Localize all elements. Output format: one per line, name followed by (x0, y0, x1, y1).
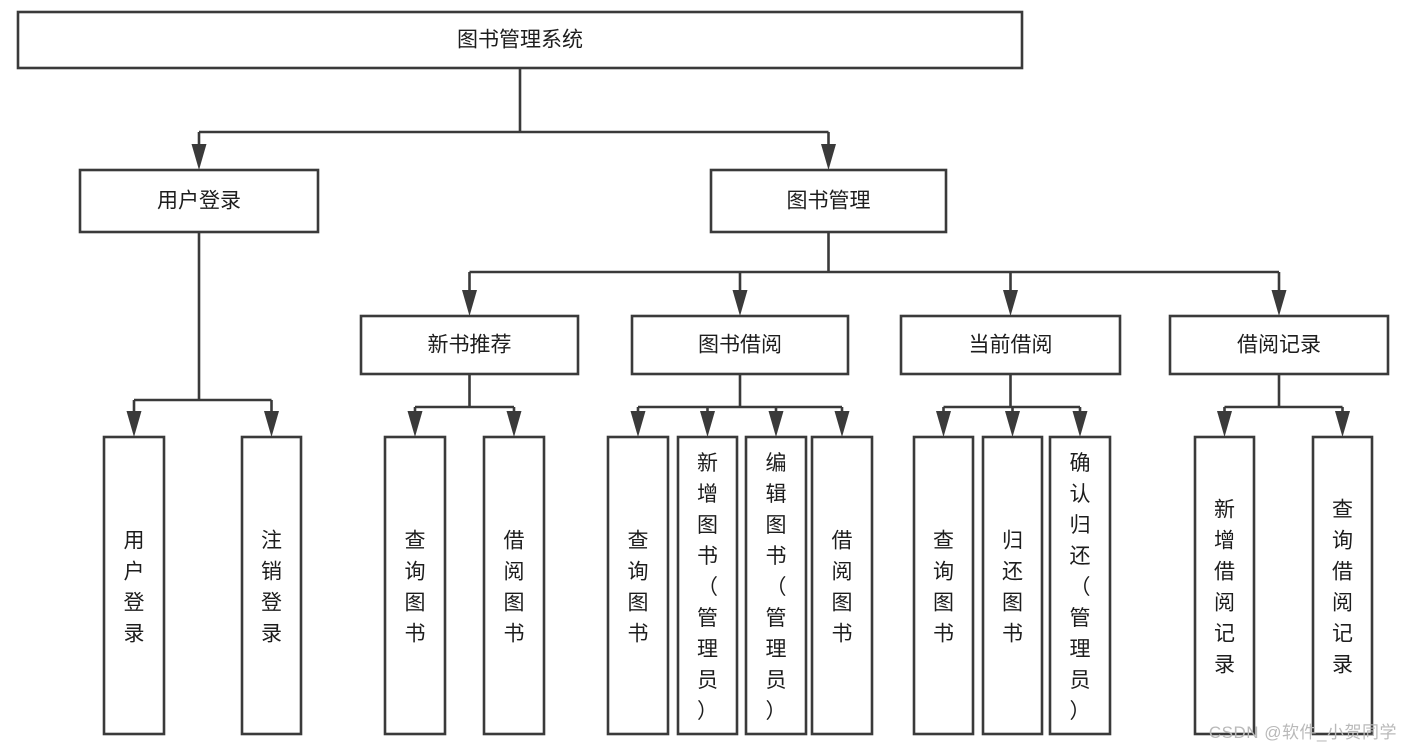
arrow-head-icon (1072, 411, 1088, 437)
arrow-head-icon (936, 411, 951, 437)
arrow-head-icon (462, 290, 477, 316)
node-leaf-query-book-3[interactable]: 查询图书 (912, 435, 975, 736)
node-box (981, 435, 1044, 736)
arrow-head-icon (834, 411, 850, 437)
node-box (912, 435, 975, 736)
arrow-head-icon (630, 411, 646, 437)
arrow-head-icon (1217, 411, 1232, 437)
node-leaf-add-record[interactable]: 新增借阅记录 (1193, 435, 1256, 736)
node-leaf-user-login[interactable]: 用户登录 (102, 435, 166, 736)
node-current-borrow[interactable]: 当前借阅 (899, 314, 1122, 376)
node-label: 借阅图书 (832, 530, 853, 646)
arrow-head-icon (1003, 290, 1018, 316)
node-leaf-edit-book[interactable]: 编辑图书（管理员） (744, 435, 808, 736)
node-leaf-confirm-return[interactable]: 确认归还（管理员） (1048, 435, 1112, 736)
node-label: 查询图书 (628, 530, 649, 646)
node-box (1168, 314, 1390, 376)
node-label: 查询图书 (933, 530, 954, 646)
node-box (709, 168, 948, 234)
node-user-login[interactable]: 用户登录 (78, 168, 320, 234)
arrow-head-icon (1005, 411, 1020, 437)
csdn-watermark: CSDN @软件_小贺同学 (1208, 723, 1397, 742)
node-label: 用户登录 (124, 530, 145, 646)
node-box (630, 314, 850, 376)
node-box (899, 314, 1122, 376)
node-label: 新增借阅记录 (1214, 499, 1235, 677)
node-box (1311, 435, 1374, 736)
node-label: 查询借阅记录 (1332, 499, 1353, 677)
node-leaf-add-book[interactable]: 新增图书（管理员） (676, 435, 739, 736)
node-box (1193, 435, 1256, 736)
node-leaf-borrow-book-2[interactable]: 借阅图书 (810, 435, 874, 736)
node-box (102, 435, 166, 736)
node-layer: 图书管理系统用户登录图书管理新书推荐图书借阅当前借阅借阅记录用户登录注销登录查询… (16, 10, 1390, 736)
node-label: 归还图书 (1002, 530, 1023, 646)
node-box (16, 10, 1024, 70)
node-leaf-query-book-1[interactable]: 查询图书 (383, 435, 447, 736)
node-label: 注销登录 (261, 530, 282, 646)
arrow-head-icon (821, 144, 836, 170)
node-book-manage[interactable]: 图书管理 (709, 168, 948, 234)
arrow-head-icon (1335, 411, 1350, 437)
node-leaf-return-book[interactable]: 归还图书 (981, 435, 1044, 736)
node-label: 图书借阅 (698, 334, 782, 357)
node-box (606, 435, 670, 736)
node-label: 用户登录 (157, 190, 241, 213)
node-box (744, 435, 808, 736)
node-label: 图书管理 (787, 190, 871, 213)
node-new-book-rec[interactable]: 新书推荐 (359, 314, 580, 376)
arrow-head-icon (264, 411, 279, 437)
node-box (383, 435, 447, 736)
arrow-head-icon (126, 411, 142, 437)
node-book-borrow[interactable]: 图书借阅 (630, 314, 850, 376)
node-label: 借阅记录 (1237, 334, 1321, 357)
node-leaf-query-record[interactable]: 查询借阅记录 (1311, 435, 1374, 736)
node-box (676, 435, 739, 736)
node-box (240, 435, 303, 736)
node-borrow-record[interactable]: 借阅记录 (1168, 314, 1390, 376)
node-leaf-borrow-book-1[interactable]: 借阅图书 (482, 435, 546, 736)
node-label: 查询图书 (405, 530, 426, 646)
node-leaf-query-book-2[interactable]: 查询图书 (606, 435, 670, 736)
node-leaf-logout[interactable]: 注销登录 (240, 435, 303, 736)
node-box (482, 435, 546, 736)
arrow-head-icon (732, 290, 748, 316)
arrow-head-icon (191, 144, 207, 170)
node-label: 确认归还（管理员） (1070, 452, 1091, 723)
arrow-head-icon (768, 411, 784, 437)
node-box (810, 435, 874, 736)
node-label: 编辑图书（管理员） (766, 452, 787, 723)
arrow-head-icon (407, 411, 423, 437)
node-box (359, 314, 580, 376)
node-label: 借阅图书 (504, 530, 525, 646)
node-label: 新书推荐 (428, 334, 512, 357)
node-root[interactable]: 图书管理系统 (16, 10, 1024, 70)
node-box (78, 168, 320, 234)
node-box (1048, 435, 1112, 736)
arrow-head-icon (1271, 290, 1287, 316)
node-label: 当前借阅 (969, 334, 1053, 357)
edge-layer (126, 68, 1350, 437)
node-label: 图书管理系统 (457, 29, 583, 52)
node-label: 新增图书（管理员） (697, 452, 718, 723)
arrow-head-icon (700, 411, 715, 437)
arrow-head-icon (506, 411, 522, 437)
